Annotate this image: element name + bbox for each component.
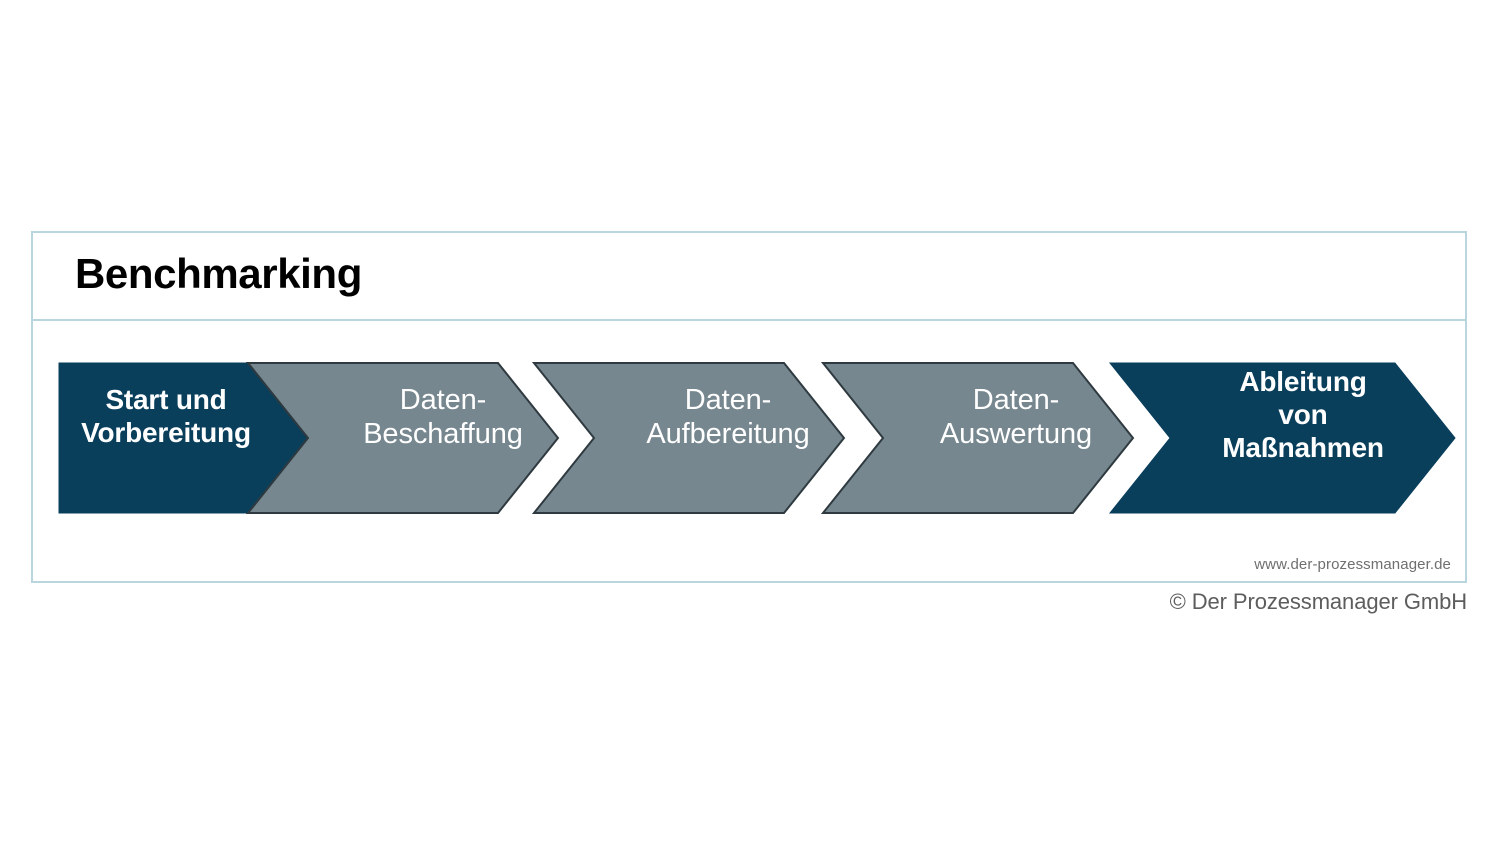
chevron-shape-2[interactable] bbox=[245, 362, 560, 514]
site-url[interactable]: www.der-prozessmanager.de bbox=[1254, 556, 1451, 573]
card-header: Benchmarking bbox=[33, 233, 1465, 321]
process-card: Benchmarking Start und Vorbereitung Date… bbox=[31, 231, 1467, 583]
page-title: Benchmarking bbox=[75, 250, 362, 297]
copyright-notice: © Der Prozessmanager GmbH bbox=[1169, 589, 1467, 614]
process-chevron-row: Start und Vorbereitung Daten- Beschaffun… bbox=[33, 321, 1465, 521]
chevron-shape-3[interactable] bbox=[531, 362, 846, 514]
chevron-flow-graphic bbox=[58, 362, 1456, 514]
chevron-shape-4[interactable] bbox=[820, 362, 1135, 514]
chevron-shape-5[interactable] bbox=[1108, 362, 1456, 514]
